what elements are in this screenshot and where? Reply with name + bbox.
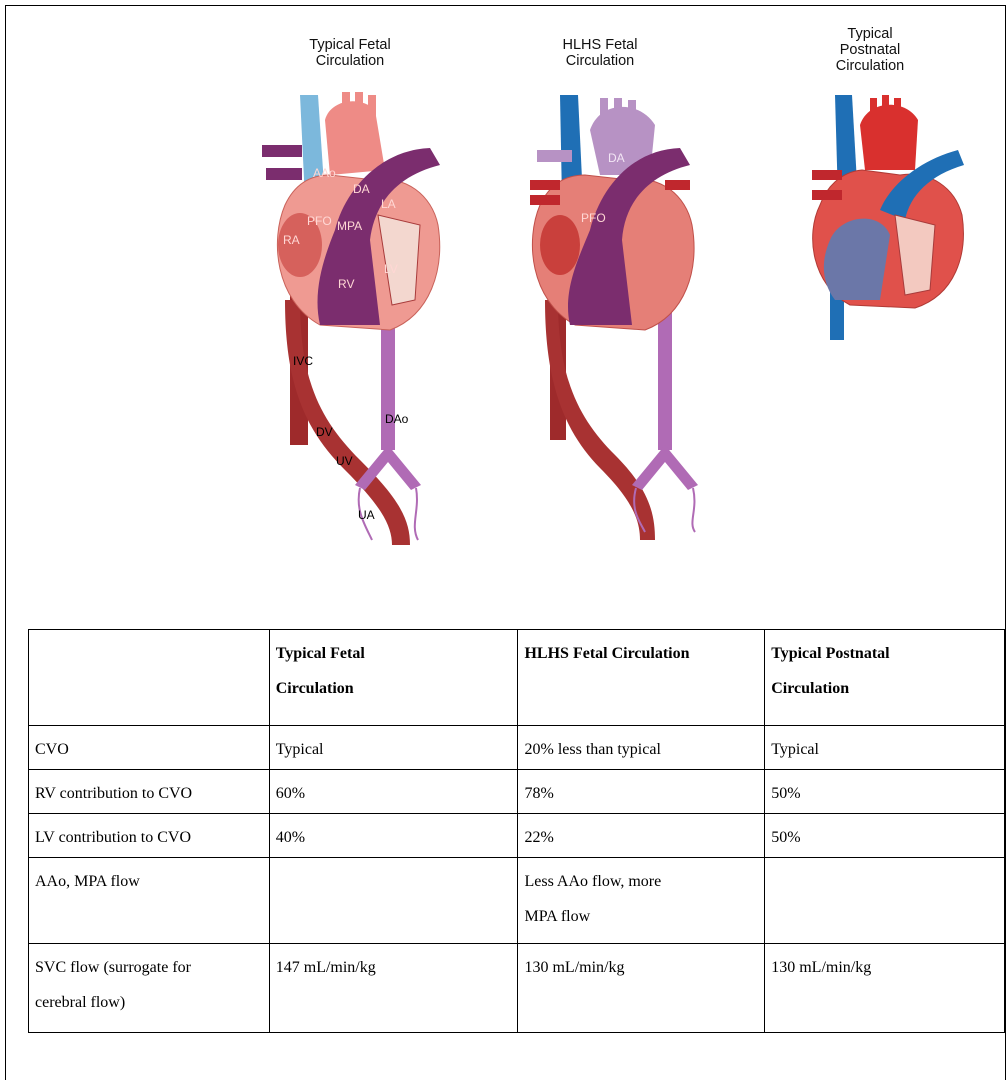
table-cell: 130 mL/min/kg <box>765 944 1005 1033</box>
comparison-table: Typical Fetal Circulation HLHS Fetal Cir… <box>28 629 1005 1033</box>
header-text: Typical Postnatal <box>771 636 998 671</box>
table-row: LV contribution to CVO 40% 22% 50% <box>29 814 1005 858</box>
label-mpa: MPA <box>337 219 362 233</box>
label-da-hlhs: DA <box>608 151 625 165</box>
table-cell <box>765 858 1005 944</box>
header-text: Circulation <box>771 671 998 706</box>
row-label: LV contribution to CVO <box>29 814 270 858</box>
table-cell: Typical <box>269 726 518 770</box>
row-label: SVC flow (surrogate for cerebral flow) <box>29 944 270 1033</box>
table-row: RV contribution to CVO 60% 78% 50% <box>29 770 1005 814</box>
row-label: AAo, MPA flow <box>29 858 270 944</box>
table-cell: 22% <box>518 814 765 858</box>
table-cell: 50% <box>765 770 1005 814</box>
circulation-illustrations: RA AAo DA PFO MPA LA LV RV IVC DAo DV UV… <box>0 0 1008 620</box>
header-text: HLHS Fetal Circulation <box>524 636 758 671</box>
label-aao: AAo <box>313 166 336 180</box>
heart-typical-postnatal <box>812 95 964 340</box>
row-label: RV contribution to CVO <box>29 770 270 814</box>
table-cell: 50% <box>765 814 1005 858</box>
table-row: SVC flow (surrogate for cerebral flow) 1… <box>29 944 1005 1033</box>
table-cell: 130 mL/min/kg <box>518 944 765 1033</box>
header-text: Typical Fetal <box>276 636 512 671</box>
row-label: CVO <box>29 726 270 770</box>
label-la: LA <box>381 197 396 211</box>
table-cell: 60% <box>269 770 518 814</box>
cell-text: cerebral flow) <box>35 985 263 1020</box>
table-cell: Less AAo flow, more MPA flow <box>518 858 765 944</box>
header-cell-empty <box>29 630 270 726</box>
cell-text: SVC flow (surrogate for <box>35 950 263 985</box>
header-cell: Typical Fetal Circulation <box>269 630 518 726</box>
cell-text: MPA flow <box>524 899 758 934</box>
cell-text: Less AAo flow, more <box>524 864 758 899</box>
table-cell: 40% <box>269 814 518 858</box>
label-pfo-hlhs: PFO <box>581 211 606 225</box>
header-cell: HLHS Fetal Circulation <box>518 630 765 726</box>
label-lv: LV <box>384 262 398 276</box>
header-cell: Typical Postnatal Circulation <box>765 630 1005 726</box>
label-ra: RA <box>283 233 300 247</box>
table-cell: 147 mL/min/kg <box>269 944 518 1033</box>
table-cell <box>269 858 518 944</box>
header-text: Circulation <box>276 671 512 706</box>
table-cell: 78% <box>518 770 765 814</box>
table-header-row: Typical Fetal Circulation HLHS Fetal Cir… <box>29 630 1005 726</box>
heart-hlhs-fetal: PFO DA <box>530 95 698 540</box>
label-ivc: IVC <box>293 354 313 368</box>
label-da: DA <box>353 182 370 196</box>
label-ua: UA <box>358 508 375 522</box>
table-cell: 20% less than typical <box>518 726 765 770</box>
table-row: CVO Typical 20% less than typical Typica… <box>29 726 1005 770</box>
label-rv: RV <box>338 277 354 291</box>
label-dao: DAo <box>385 412 409 426</box>
label-uv: UV <box>336 454 353 468</box>
table-row: AAo, MPA flow Less AAo flow, more MPA fl… <box>29 858 1005 944</box>
label-dv: DV <box>316 425 333 439</box>
table-cell: Typical <box>765 726 1005 770</box>
label-pfo: PFO <box>307 214 332 228</box>
heart-typical-fetal: RA AAo DA PFO MPA LA LV RV IVC DAo DV UV… <box>262 92 440 545</box>
